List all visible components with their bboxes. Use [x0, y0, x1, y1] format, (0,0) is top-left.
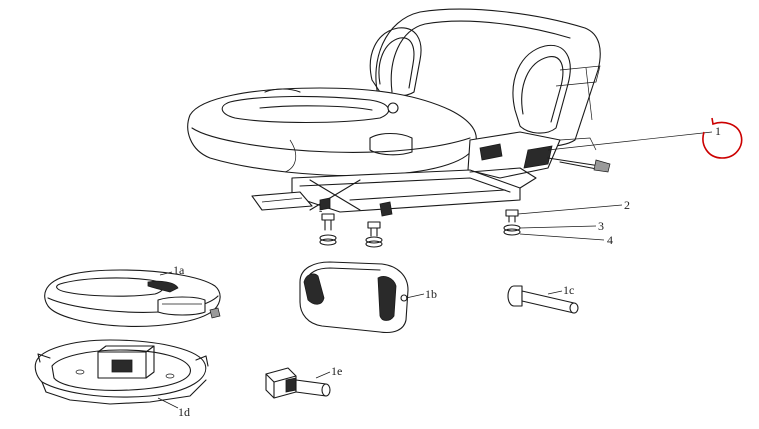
callout-1b: 1b [425, 287, 437, 301]
callout-1: 1 [715, 124, 721, 138]
bolt-center [365, 221, 383, 248]
callout-4: 4 [607, 233, 613, 247]
part-1c-pin: 1c [507, 283, 579, 314]
leader-2 [517, 204, 623, 215]
callout-1a: 1a [173, 263, 185, 277]
seat-cushion [187, 87, 477, 177]
leader-1d [157, 397, 179, 409]
leader-1a [159, 271, 173, 276]
leader-1e [315, 371, 331, 379]
leader-1c [547, 290, 563, 295]
mounting-bolts [319, 209, 521, 248]
leader-1b [405, 293, 425, 299]
callout-1-highlight [702, 117, 743, 159]
leader-3 [519, 225, 597, 229]
bolt-left [319, 213, 337, 246]
callout-3: 3 [598, 219, 604, 233]
callout-1e: 1e [331, 364, 342, 378]
callout-2: 2 [624, 198, 630, 212]
seat-assembly [187, 8, 611, 248]
callout-1d: 1d [178, 405, 190, 419]
part-1b-backrest: 1b [299, 261, 437, 334]
leader-4 [519, 233, 605, 241]
part-1a-seat-cushion: 1a [44, 263, 221, 327]
leader-1 [547, 131, 713, 151]
seat-base-frame [251, 167, 537, 217]
callout-small-left: - [319, 206, 322, 217]
part-1e-switch: 1e [265, 364, 342, 399]
callouts-main: 1 2 3 4 - [319, 117, 743, 247]
seat-mechanism [467, 131, 611, 179]
callout-1c: 1c [563, 283, 574, 297]
bolt-right [503, 209, 521, 236]
part-1d-swivel-plate: 1d [34, 339, 209, 419]
